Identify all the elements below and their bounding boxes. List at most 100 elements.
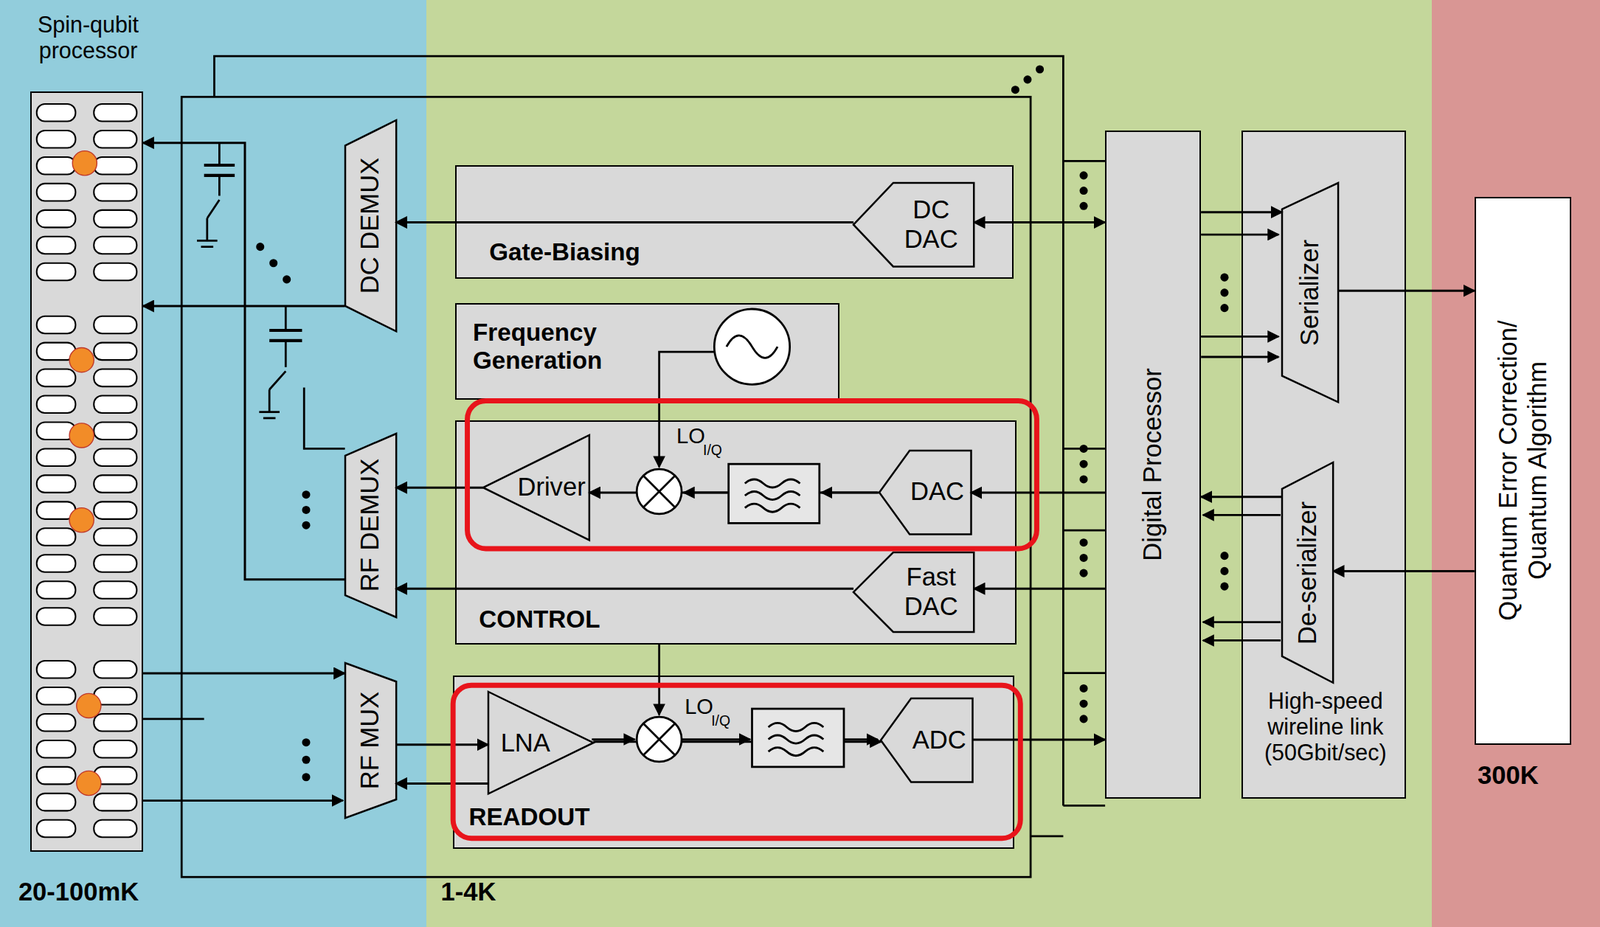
art-line (1062, 529, 1106, 532)
art-rect (93, 660, 137, 679)
art-rect (93, 183, 137, 202)
art-g (255, 65, 1229, 782)
art-polyline (303, 387, 345, 449)
art-circle (72, 151, 97, 176)
art-rect (36, 263, 76, 282)
art-line (205, 218, 209, 241)
art-path (745, 503, 801, 512)
art-rect (36, 475, 76, 493)
art-circle (301, 738, 310, 747)
signal-connector (973, 587, 1106, 591)
art-line (204, 163, 235, 167)
link-box: High-speed wireline link (50Gbit/sec)Ser… (1241, 130, 1406, 799)
art-polyline (659, 351, 715, 467)
node-label: ADC (912, 725, 967, 756)
node-label: 300K (1477, 761, 1539, 791)
art-circle (282, 275, 291, 284)
label-frame: LNA (488, 691, 594, 794)
art-line (1203, 514, 1281, 517)
art-rect (36, 687, 76, 706)
signal-connector (396, 743, 489, 746)
art-rect (36, 554, 76, 573)
art-line (284, 306, 287, 331)
art-line (1062, 447, 1106, 450)
art-rect (93, 236, 137, 255)
art-rect (36, 607, 76, 626)
art-rect (93, 369, 137, 388)
art-rect (36, 528, 76, 546)
signal-connector (143, 305, 346, 308)
label-frame: ADC (880, 698, 973, 782)
temperature-band: 1-4K Gate-Biasing DC DAC Frequency Generati… (426, 0, 1432, 927)
art-line (843, 738, 878, 741)
art-path (768, 735, 824, 744)
node-label: Quantum Error Correction/ Quantum Algori… (1493, 267, 1553, 675)
art-circle (1079, 538, 1089, 547)
art-line (657, 644, 661, 715)
art-line (218, 143, 221, 166)
node-label: DAC (910, 477, 965, 507)
art-path (768, 747, 824, 757)
signal-connector (396, 221, 854, 224)
art-line (258, 410, 280, 414)
node-label: Gate-Biasing (489, 238, 641, 267)
art-rect (36, 820, 76, 838)
art-line (1062, 672, 1106, 675)
art-circle (1079, 186, 1089, 195)
subsystem-box: Frequency Generation (455, 303, 841, 400)
dac-block: DAC (879, 450, 971, 535)
art-rect (36, 660, 76, 679)
art-rect (36, 793, 76, 812)
art-g (143, 56, 1281, 878)
node-label: Spin-qubit processor (3, 11, 174, 64)
node-label: Digital Processor (1138, 136, 1168, 793)
art-rect (93, 740, 137, 759)
art-line (284, 340, 287, 368)
art-line (1062, 160, 1106, 163)
art-circle (1011, 85, 1020, 94)
node-label: 1-4K (441, 877, 497, 908)
label-frame: DAC (879, 450, 971, 535)
art-circle (1220, 551, 1229, 560)
art-circle (636, 717, 682, 763)
art-circle (1079, 475, 1089, 484)
art-line (591, 738, 635, 741)
art-rect (36, 130, 76, 149)
node-label: CONTROL (478, 605, 600, 634)
art-circle (69, 423, 94, 448)
node-label: Frequency Generation (472, 318, 657, 375)
art-rect (728, 463, 820, 524)
art-line (643, 724, 675, 755)
art-rect (36, 767, 76, 785)
art-rect (36, 740, 76, 759)
art-rect (467, 400, 1038, 549)
art-g (728, 463, 844, 768)
dac-block: DC DAC (853, 182, 974, 267)
art-circle (1079, 553, 1089, 563)
label-frame: DC DAC (853, 182, 974, 267)
art-circle (1220, 582, 1229, 591)
node-label: Fast DAC (899, 562, 963, 622)
art-rect (452, 685, 1021, 838)
art-line (269, 371, 286, 390)
art-rect (93, 820, 137, 838)
node-label: High-speed wireline link (50Gbit/sec) (1245, 688, 1406, 766)
art-rect (36, 316, 76, 335)
art-path (768, 722, 824, 732)
art-rect (93, 421, 137, 440)
art-line (1203, 621, 1281, 624)
node-label: READOUT (469, 803, 591, 832)
art-line (218, 175, 221, 197)
node-label: RF DEMUX (355, 439, 386, 611)
signal-connector (1338, 289, 1475, 293)
art-rect (93, 767, 137, 785)
signal-connector (396, 486, 484, 490)
qubit-processor: Spin-qubit processor (30, 91, 143, 853)
signal-connector (970, 492, 1106, 495)
art-circle (69, 508, 94, 533)
art-path (745, 479, 801, 488)
art-rect (93, 343, 137, 361)
demux-block: DC DEMUX (345, 120, 397, 332)
art-rect (93, 263, 137, 282)
block-shape (1282, 462, 1333, 684)
